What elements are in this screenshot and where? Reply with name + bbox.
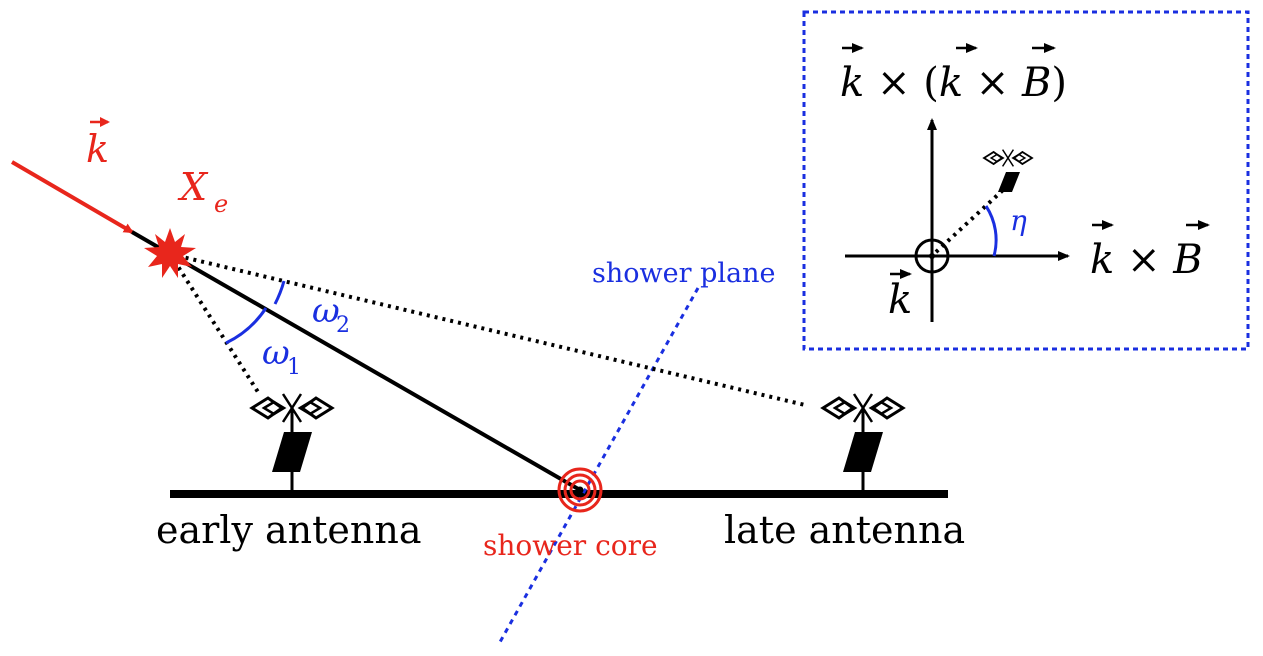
dotted-line-early: [168, 252, 260, 394]
x-label-B: B: [1172, 237, 1202, 283]
y-label-k2: k: [939, 60, 963, 106]
inset-antenna-icon: [983, 148, 1033, 192]
eta-arc: [984, 205, 998, 257]
x-label-times: ×: [1114, 237, 1173, 283]
k-vector-label: k: [86, 117, 110, 171]
late-antenna-icon: [821, 392, 905, 494]
shower-axis: [169, 252, 581, 492]
omega2-symbol: ω: [312, 291, 340, 331]
shower-plane-label: shower plane: [592, 258, 775, 289]
late-antenna-label: late antenna: [724, 508, 965, 552]
incoming-k-arrow: [10, 160, 134, 234]
xe-burst-icon: [144, 228, 196, 278]
shower-plane-line: [498, 287, 700, 643]
k-vector-text: k: [86, 127, 109, 171]
inset-x-axis-label: k × B: [1090, 220, 1210, 283]
y-label-times1: × (: [864, 60, 939, 106]
xe-label: X e: [177, 165, 228, 218]
early-antenna-label: early antenna: [156, 508, 422, 552]
origin-k-text: k: [888, 277, 912, 323]
xe-sub-text: e: [214, 190, 228, 218]
omega2-arc: [273, 280, 286, 305]
x-label-k: k: [1090, 237, 1114, 283]
inset-origin-icon: [914, 238, 950, 274]
omega1-label: ω 1: [262, 333, 301, 380]
svg-text:k × B: k × B: [1090, 237, 1203, 283]
shower-core-label: shower core: [483, 529, 658, 562]
omega1-arc: [225, 307, 268, 345]
y-label-B: B: [1021, 60, 1051, 106]
y-label-times2: ×: [963, 60, 1022, 106]
early-antenna-icon: [250, 392, 334, 494]
omega1-symbol: ω: [262, 333, 290, 373]
shower-core-icon: [557, 467, 603, 513]
inset-panel: η k × (k × B) k × B k: [802, 10, 1250, 351]
y-label-close: ): [1051, 60, 1067, 106]
omega1-sub: 1: [287, 355, 301, 380]
omega2-sub: 2: [336, 313, 350, 338]
eta-label: η: [1010, 204, 1027, 237]
xe-main-text: X: [177, 165, 209, 209]
omega2-label: ω 2: [312, 291, 350, 338]
svg-text:k × (k × B): k × (k × B): [840, 60, 1067, 106]
inset-y-axis-label: k × (k × B): [840, 43, 1067, 106]
inset-origin-k-label: k: [888, 269, 912, 323]
y-label-k1: k: [840, 60, 864, 106]
